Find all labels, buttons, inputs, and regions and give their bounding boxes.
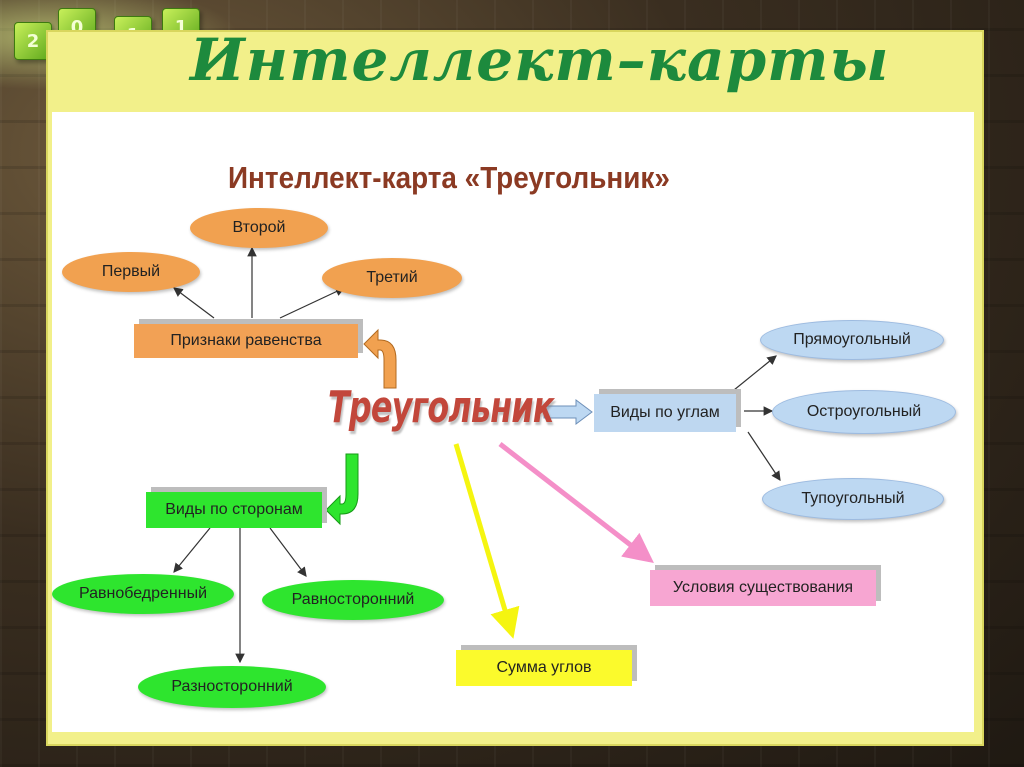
slide-title: Интеллект–карты [190,26,890,94]
node-by-sides: Виды по сторонам [146,492,322,528]
arrow-to-third [279,287,346,319]
node-first: Первый [62,252,200,292]
node-equilateral: Равносторонний [262,580,444,620]
arrow-to-isosceles [173,527,211,573]
node-by-angles: Виды по углам [594,394,736,432]
arrow-to-first [173,287,215,319]
arrow-to-right [733,355,777,391]
node-second: Второй [190,208,328,248]
node-right-triangle: Прямоугольный [760,320,944,360]
node-acute-triangle: Остроугольный [772,390,956,434]
central-node: Треугольник [328,382,554,433]
mind-map-title: Интеллект-карта «Треугольник» [228,160,670,195]
curved-arrow-orange [363,328,397,389]
block-arrow-right [543,399,593,425]
node-equality-criteria: Признаки равенства [134,324,358,358]
arrow-to-obtuse [747,431,781,481]
arrow-to-existence [498,442,654,564]
node-obtuse-triangle: Тупоугольный [762,478,944,520]
node-existence-conditions: Условия существования [650,570,876,606]
arrow-to-equilateral [269,527,307,577]
curved-arrow-green [325,453,359,526]
arrow-to-angle-sum [453,443,520,639]
node-isosceles: Равнобедренный [52,574,234,614]
node-third: Третий [322,258,462,298]
node-scalene: Разносторонний [138,666,326,708]
node-angle-sum: Сумма углов [456,650,632,686]
cube-digit-1: 2 [14,22,52,60]
